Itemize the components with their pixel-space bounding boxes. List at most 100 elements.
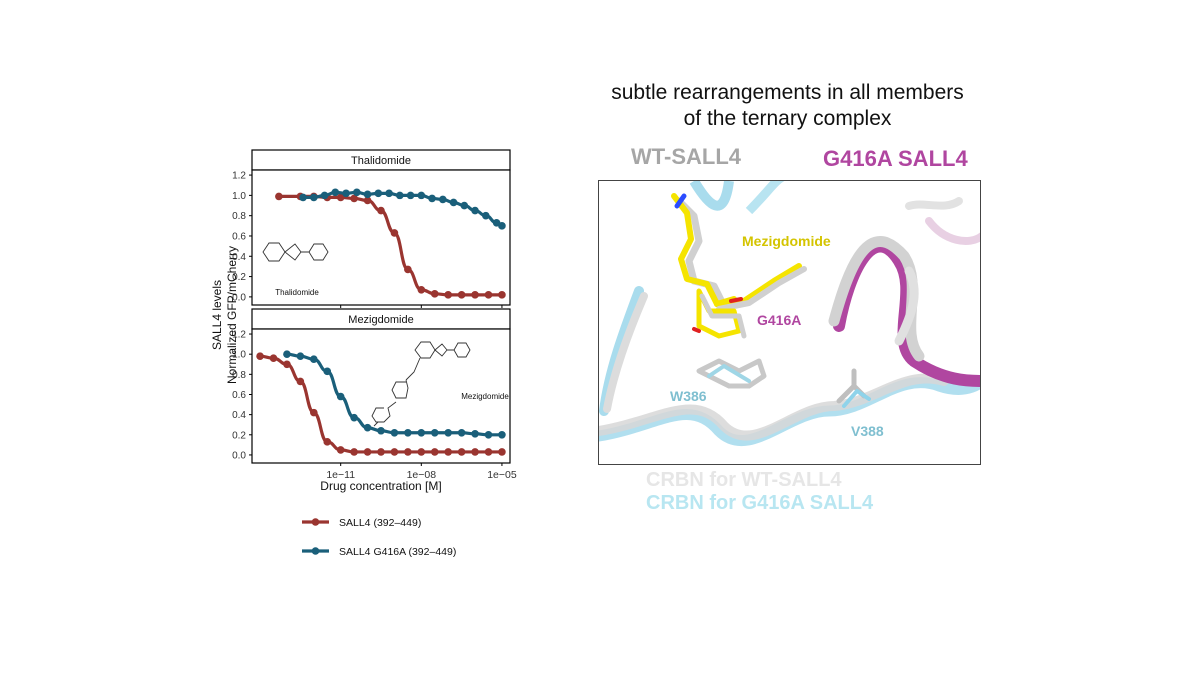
legend-entry: SALL4 (392–449): [302, 517, 421, 529]
data-point: [275, 192, 283, 201]
inset-molecule-label: Mezigdomide: [461, 392, 509, 401]
data-point: [323, 438, 332, 446]
data-point: [471, 206, 479, 215]
legend-swatch-point: [311, 547, 320, 555]
legend-entry: SALL4 G416A (392–449): [302, 546, 456, 558]
data-point: [444, 428, 452, 437]
molecule-structure-icon: [371, 341, 471, 427]
y-axis-title-line: SALL4 levels: [210, 280, 224, 350]
y-tick-label: 1.0: [232, 350, 246, 361]
x-tick-label: 1e−05: [487, 469, 517, 481]
data-point: [404, 265, 412, 274]
data-point: [457, 448, 466, 456]
data-point: [390, 448, 399, 456]
data-point: [256, 352, 264, 361]
data-point: [310, 355, 318, 364]
data-point: [460, 201, 469, 210]
legend-swatch-point: [311, 518, 320, 526]
wt-sall4-label: WT-SALL4: [631, 144, 741, 169]
data-point: [417, 285, 426, 294]
data-point: [484, 448, 493, 456]
dose-response-figure: Thalidomide0.00.20.40.60.81.01.2Thalidom…: [210, 149, 517, 558]
data-point: [430, 448, 439, 456]
data-point: [471, 429, 479, 438]
structure-title: subtle rearrangements in all members of …: [560, 80, 1015, 132]
data-point: [498, 222, 506, 230]
data-point: [444, 291, 452, 299]
data-point: [444, 448, 452, 456]
data-point: [390, 229, 399, 237]
data-point: [439, 195, 447, 204]
crystal-structure-image: Mezigdomide G416A W386 V388: [598, 180, 981, 465]
y-tick-label: 0.2: [232, 272, 246, 283]
data-point: [269, 354, 278, 363]
data-point: [482, 211, 490, 220]
data-point: [299, 193, 307, 202]
y-tick-label: 1.2: [232, 171, 246, 182]
panel-title: Mezigdomide: [348, 314, 413, 326]
w386-residue-label: W386: [670, 388, 707, 404]
data-point: [350, 413, 358, 422]
legend-label: SALL4 (392–449): [339, 517, 421, 529]
data-point: [484, 430, 493, 439]
v388-residue-label: V388: [851, 423, 884, 439]
data-point: [342, 189, 350, 198]
data-point: [471, 291, 479, 299]
data-point: [417, 428, 426, 437]
data-point: [310, 408, 318, 417]
y-tick-label: 1.0: [232, 191, 246, 202]
data-point: [296, 352, 305, 361]
crbn-wt-label: CRBN for WT-SALL4: [646, 469, 842, 491]
data-point: [350, 194, 358, 203]
data-point: [331, 188, 340, 197]
data-point: [498, 430, 506, 439]
data-point: [385, 189, 393, 198]
inset-molecule-label: Thalidomide: [275, 288, 319, 297]
y-tick-label: 0.6: [232, 231, 246, 242]
data-point: [404, 448, 412, 456]
crbn-g416a-label: CRBN for G416A SALL4: [646, 492, 874, 514]
y-tick-label: 0.6: [232, 390, 246, 401]
y-axis-title-line: Normalized GFP/mCherry: [225, 246, 239, 384]
data-point: [498, 448, 506, 456]
data-point: [390, 428, 399, 437]
data-point: [336, 446, 345, 454]
mezigdomide-residue-label: Mezigdomide: [742, 233, 831, 249]
data-point: [374, 189, 383, 198]
data-point: [377, 448, 385, 456]
data-point: [320, 191, 329, 200]
x-tick-label: 1e−08: [407, 469, 437, 481]
data-point: [417, 191, 426, 200]
data-point: [430, 290, 439, 298]
y-tick-label: 0.0: [232, 292, 246, 303]
data-point: [377, 206, 385, 215]
x-axis-title: Drug concentration [M]: [320, 479, 441, 493]
data-point: [336, 392, 345, 401]
data-point: [430, 428, 439, 437]
panel-title: Thalidomide: [351, 155, 411, 167]
y-tick-label: 0.4: [232, 252, 246, 263]
data-point: [310, 193, 318, 202]
data-point: [350, 448, 358, 456]
g416a-residue-label: G416A: [757, 312, 802, 328]
y-tick-label: 0.8: [232, 370, 246, 381]
data-point: [417, 448, 426, 456]
data-point: [457, 428, 466, 437]
legend-label: SALL4 G416A (392–449): [339, 546, 456, 558]
structure-title-line1: subtle rearrangements in all members: [611, 81, 964, 104]
molecule-structure-icon: [262, 242, 329, 262]
y-axis-title: SALL4 levelsNormalized GFP/mCherry: [210, 246, 239, 384]
chart-panel-thalidomide: Thalidomide0.00.20.40.60.81.01.2Thalidom…: [232, 149, 511, 308]
data-point: [363, 190, 372, 199]
data-point: [396, 191, 404, 200]
data-point: [353, 188, 361, 197]
y-tick-label: 0.2: [232, 430, 246, 441]
data-point: [283, 360, 291, 369]
y-tick-label: 0.0: [232, 450, 246, 461]
data-point: [283, 350, 291, 358]
x-tick-label: 1e−11: [326, 469, 355, 481]
data-point: [484, 291, 493, 299]
data-point: [363, 423, 372, 432]
data-point: [404, 428, 412, 437]
